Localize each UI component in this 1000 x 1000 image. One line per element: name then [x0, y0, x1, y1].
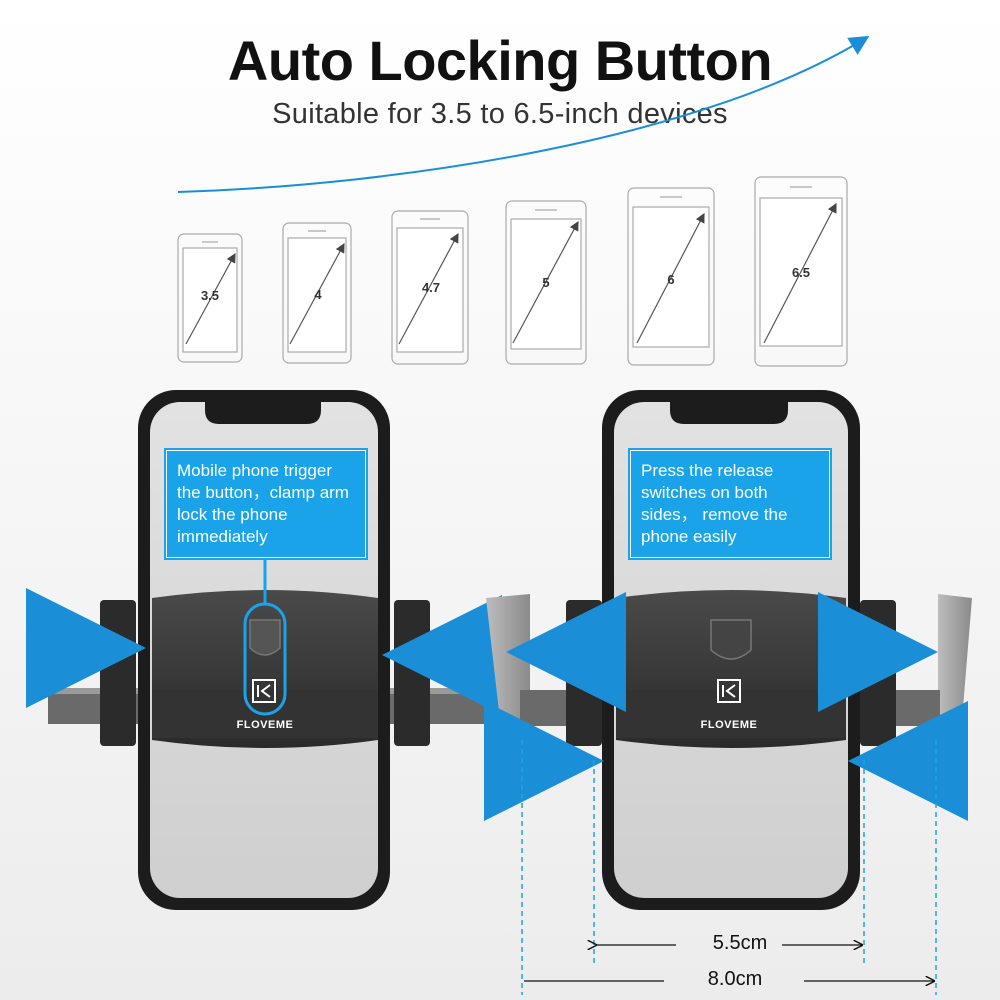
size-label-1: 3.5 [201, 288, 219, 303]
size-phone-2 [282, 222, 352, 364]
floveme-logo-icon [252, 679, 276, 703]
growth-arrow-icon [177, 35, 870, 193]
open-arm-right [938, 594, 972, 748]
left-arm-left [100, 600, 136, 746]
brand-right: FLOVEME [701, 719, 758, 731]
dimension-outer-label: 8.0cm [707, 968, 763, 990]
callout-auto-lock: Mobile phone trigger the button，clamp ar… [166, 450, 366, 558]
size-label-4: 5 [542, 275, 549, 290]
left-arm-right [394, 600, 430, 746]
shield-button-icon [710, 619, 752, 660]
size-label-2: 4 [314, 287, 322, 302]
size-label-5: 6 [667, 272, 674, 287]
size-phone-1 [177, 233, 243, 363]
size-phone-3 [391, 210, 469, 365]
size-phone-5 [627, 187, 715, 366]
size-label-3: 4.7 [422, 280, 440, 295]
floveme-logo-icon [717, 679, 741, 703]
dimension-lines [521, 740, 937, 995]
size-phone-4 [505, 200, 587, 365]
size-phone-6 [754, 176, 848, 367]
dimension-inner-label: 5.5cm [712, 932, 768, 954]
page-title: Auto Locking Button [227, 29, 773, 92]
size-label-6: 6.5 [792, 265, 810, 280]
callout-release: Press the release switches on both sides… [630, 450, 830, 558]
brand-left: FLOVEME [237, 719, 294, 731]
shield-button-icon [249, 619, 281, 656]
